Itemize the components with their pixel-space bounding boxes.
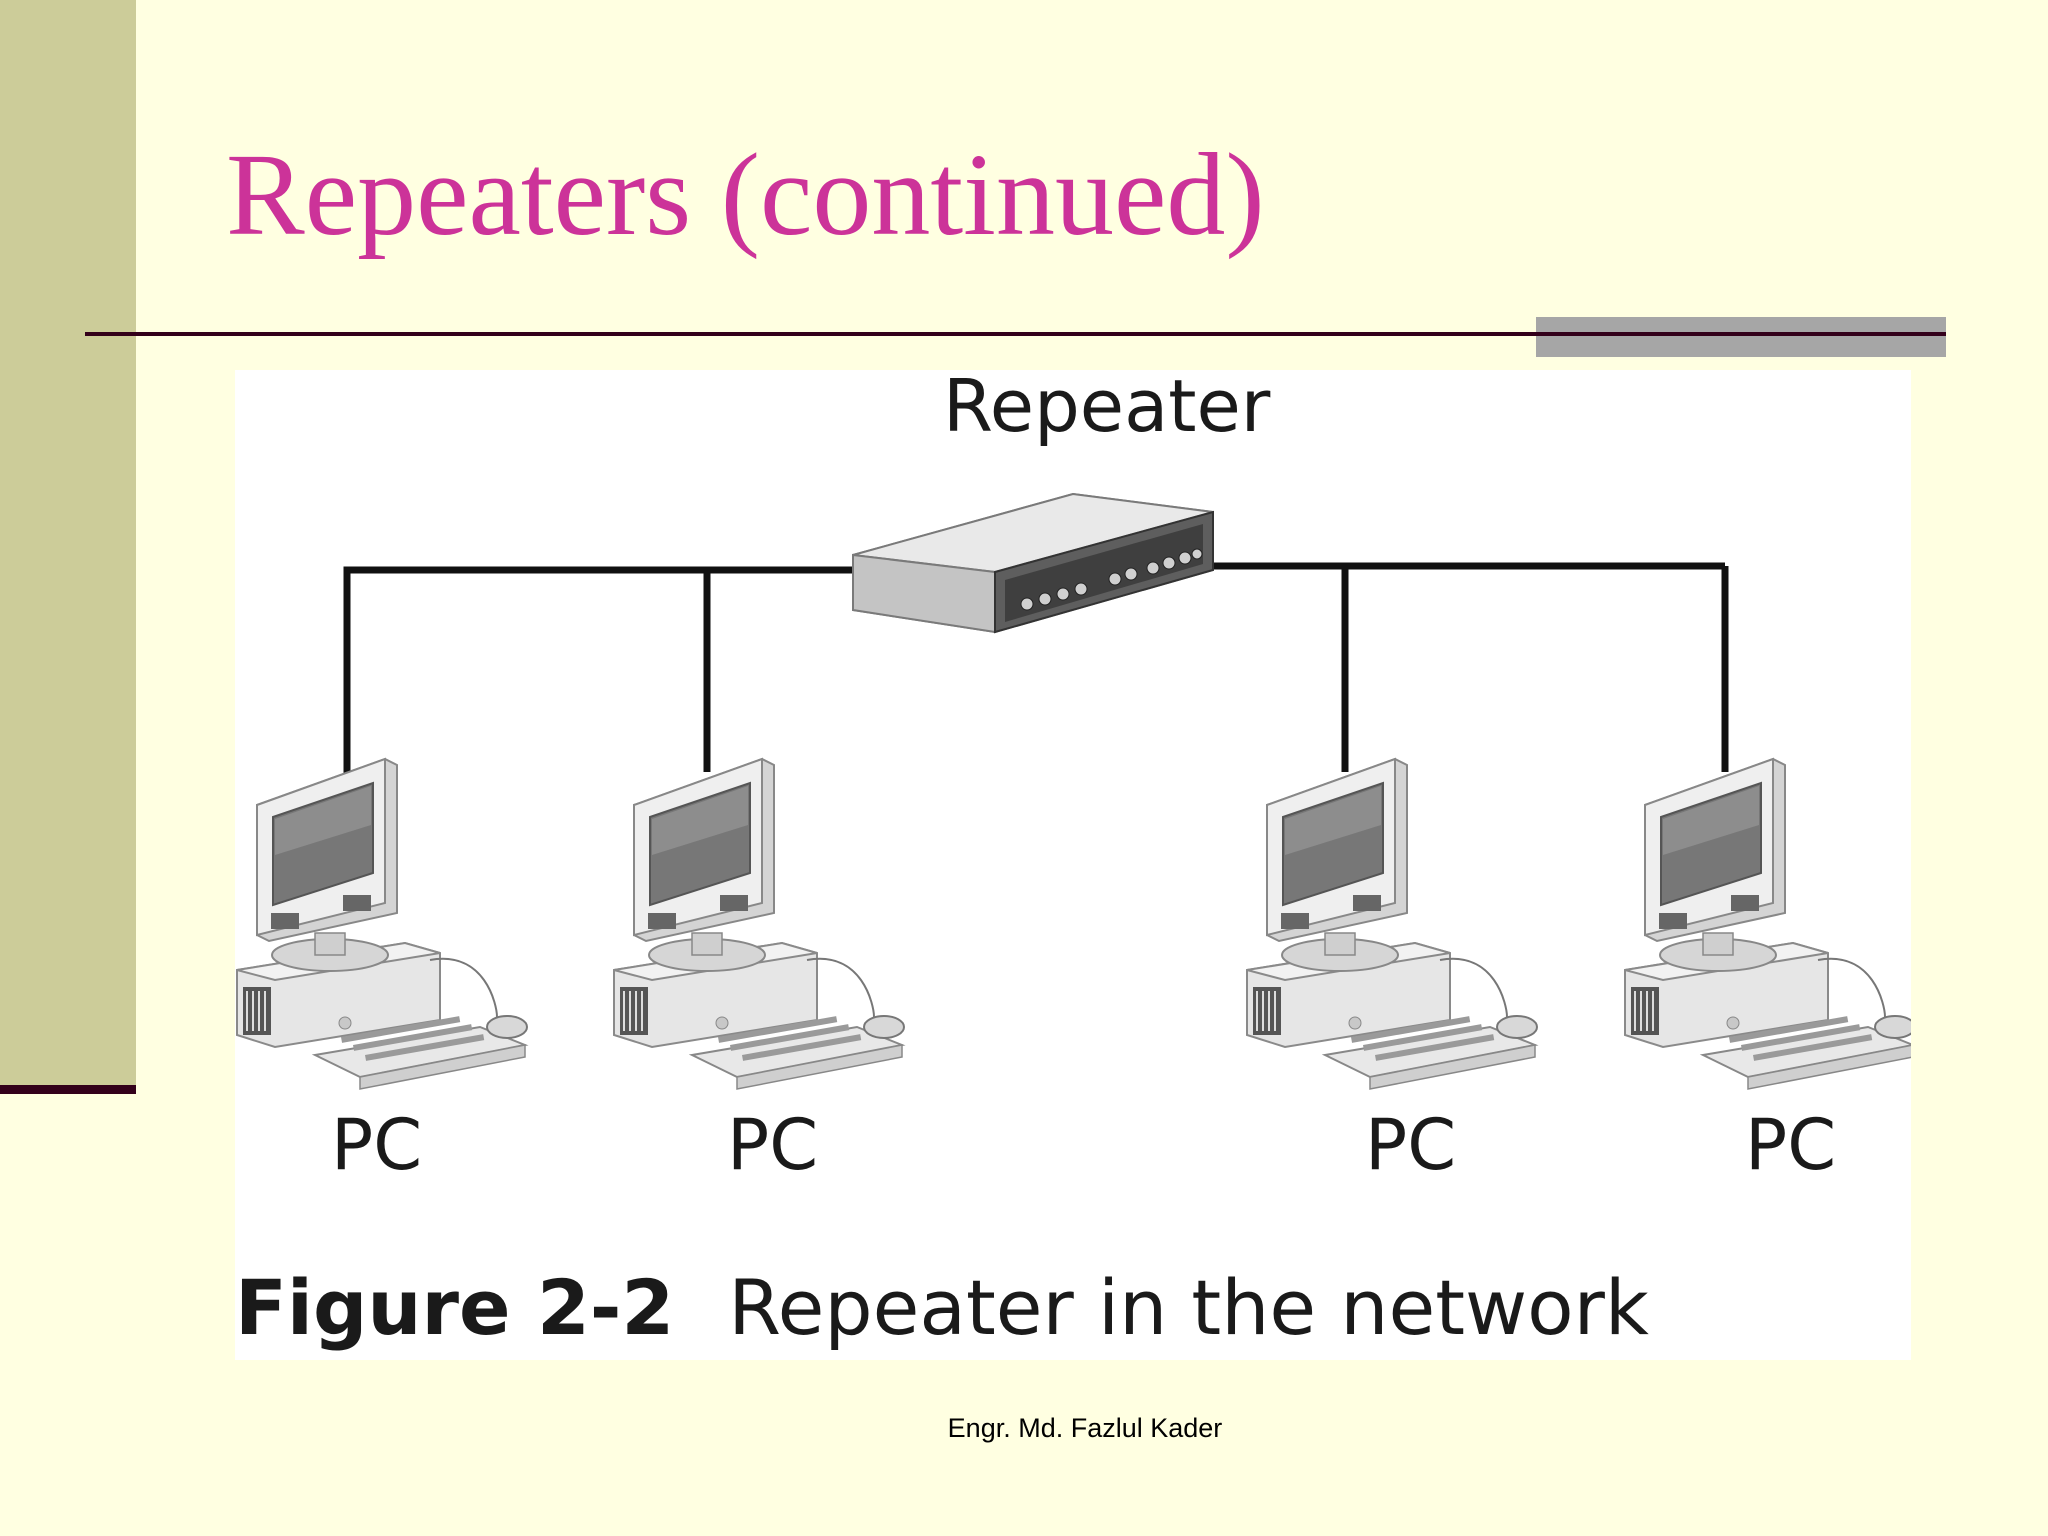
pc-label-1: PC [331, 1104, 423, 1186]
figure-caption-text: Repeater in the network [728, 1263, 1649, 1352]
repeater-device [852, 492, 1214, 634]
computer-4 [1624, 758, 1911, 1090]
slide-title: Repeaters (continued) [226, 129, 1265, 260]
side-accent-bar [0, 0, 136, 1085]
network-diagram [236, 492, 1911, 1090]
network-links [343, 562, 1729, 810]
title-rule-accent-line [1536, 332, 1946, 336]
computer-3 [1246, 758, 1538, 1090]
side-accent-line [0, 1085, 136, 1094]
repeater-label: Repeater [943, 364, 1271, 448]
pc-label-2: PC [727, 1104, 819, 1186]
pc-label-3: PC [1365, 1104, 1457, 1186]
figure-caption-number: Figure 2-2 [235, 1263, 675, 1352]
pc-label-4: PC [1745, 1104, 1837, 1186]
title-rule [85, 332, 1945, 336]
title-rule-accent [1536, 317, 1946, 357]
slide-footer: Engr. Md. Fazlul Kader [947, 1413, 1223, 1443]
computer-1 [236, 758, 528, 1090]
computer-2 [613, 758, 905, 1090]
